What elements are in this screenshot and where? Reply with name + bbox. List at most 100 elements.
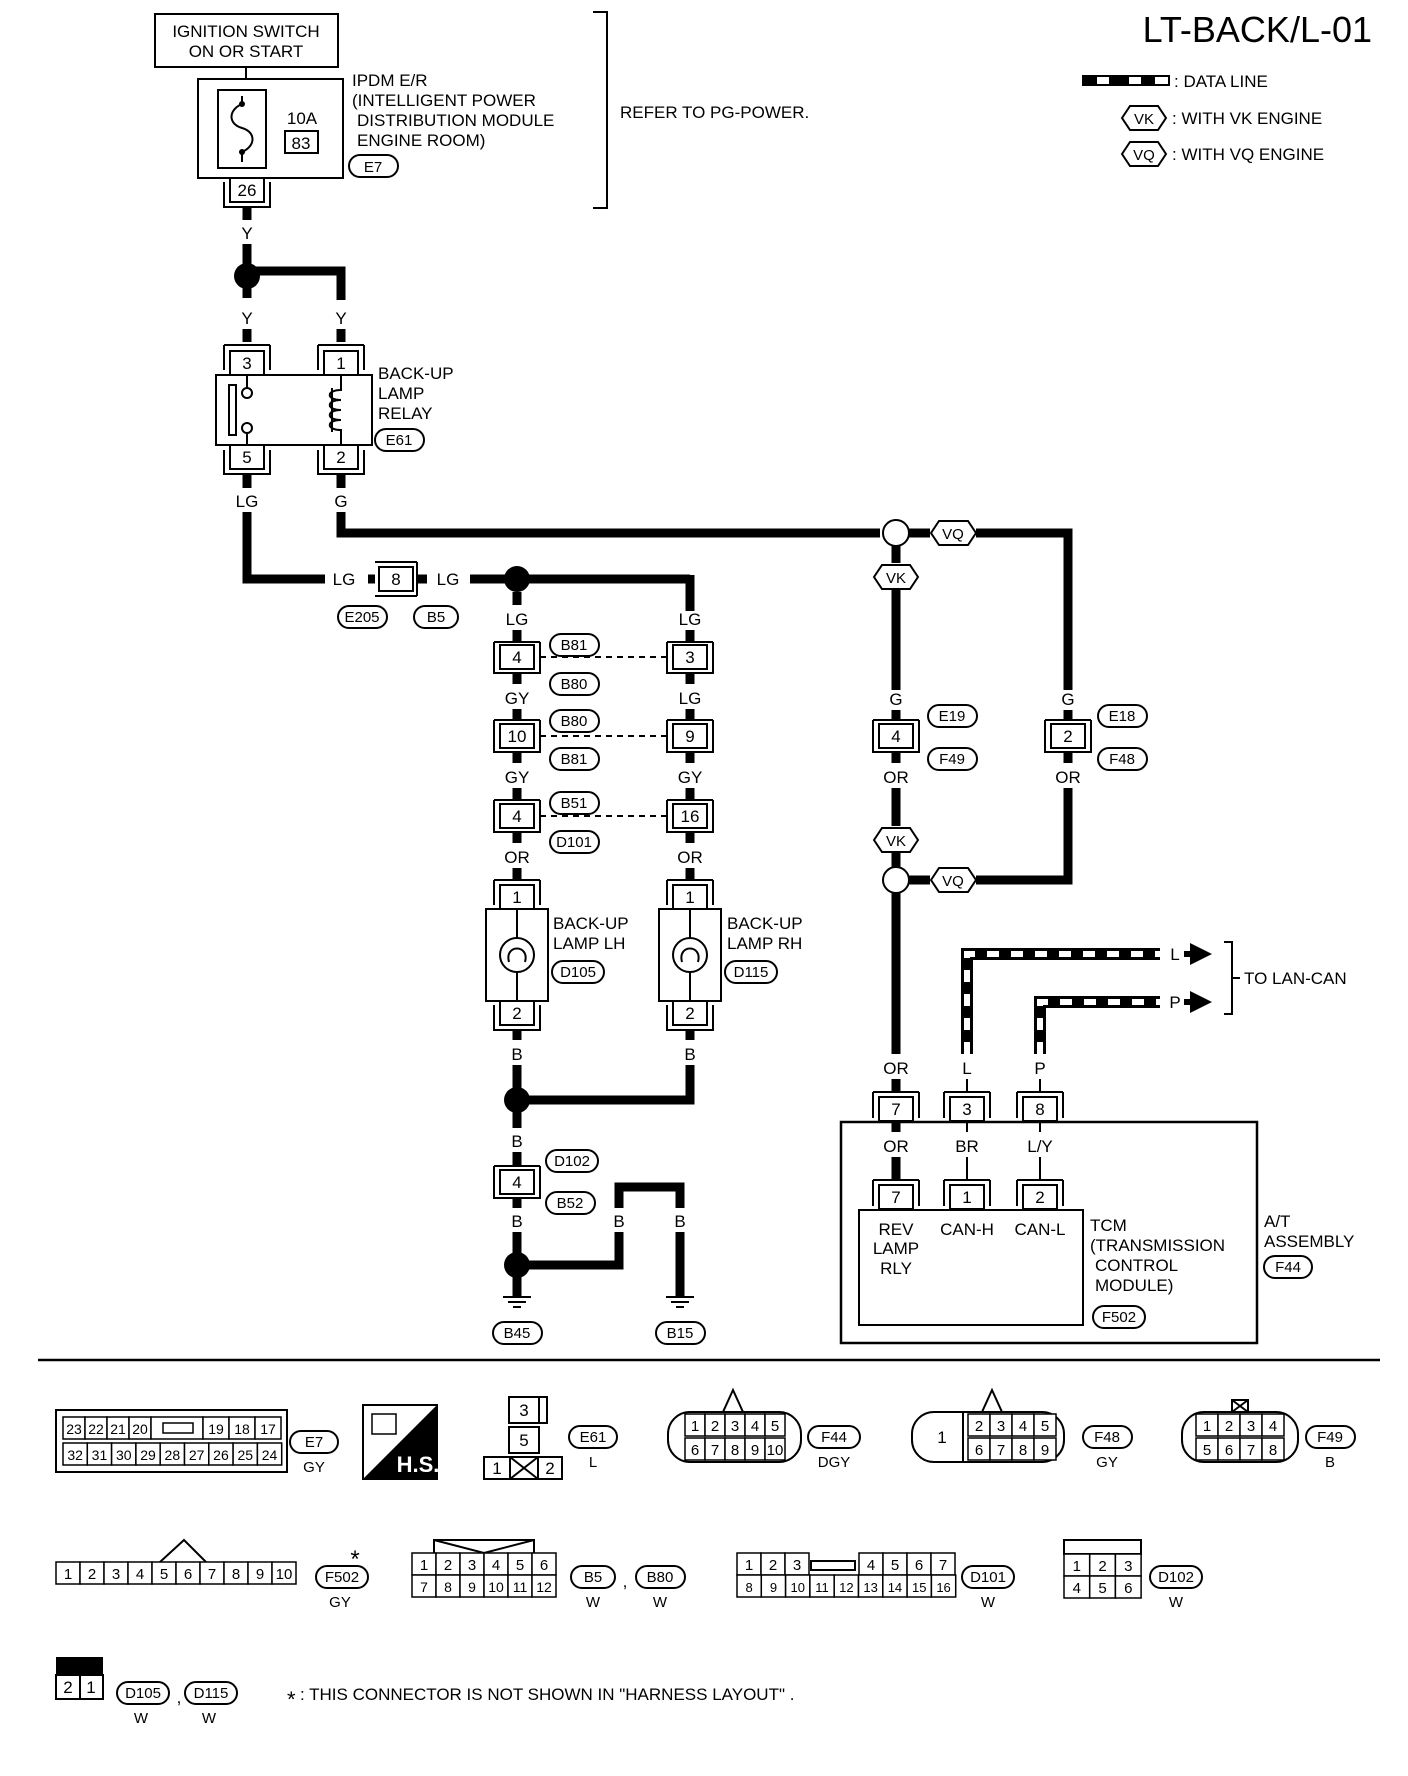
d101-pin-label: 12	[839, 1580, 853, 1595]
f48-pin-label: 5	[1041, 1418, 1049, 1435]
ground-b45-id: B45	[504, 1325, 531, 1342]
legend-vq-tag: VQ	[1133, 147, 1155, 164]
wire-g-e18: G	[1061, 690, 1074, 709]
wire-gy-lh-2: GY	[505, 768, 530, 787]
backup-lamp-relay: 3 1 5 2 BACK-UP LAMP RELAY E61	[215, 344, 454, 475]
f49-pin-label: 1	[1203, 1418, 1211, 1435]
f49-pin-label: 4	[1269, 1418, 1277, 1435]
d102-pin-label: 4	[1073, 1580, 1081, 1597]
d115-color: W	[202, 1710, 217, 1727]
f49-cell	[1261, 1413, 1285, 1437]
f502-color: GY	[329, 1594, 351, 1611]
f502-pin-label: 7	[208, 1566, 216, 1583]
ignition-line2: ON OR START	[189, 42, 304, 61]
d102-pin-4: 4	[512, 1173, 521, 1192]
legend-vk-text: : WITH VK ENGINE	[1172, 109, 1322, 128]
d105-view-pin-2: 2	[63, 1678, 72, 1697]
d101-pin-label: 11	[815, 1580, 829, 1595]
d101-pin-label: 3	[793, 1557, 801, 1574]
e7-pin-label: 18	[234, 1421, 250, 1437]
e7-pin-label: 24	[262, 1447, 278, 1463]
lamp-rh-pin-2: 2	[685, 1004, 694, 1023]
wire-b-ground-2: B	[511, 1212, 522, 1231]
f48-pin-label: 2	[975, 1418, 983, 1435]
at-pin-8: 8	[1035, 1100, 1044, 1119]
d102-view-id: D102	[1158, 1569, 1194, 1586]
f502-cell	[271, 1561, 297, 1585]
can-l-label: CAN-L	[1014, 1220, 1065, 1239]
lamp-lh-connector-id: D105	[560, 964, 596, 981]
lamp-rh-pin-1: 1	[685, 888, 694, 907]
fuse-number: 83	[292, 134, 311, 153]
d101-pin-label: 5	[891, 1557, 899, 1574]
b80-color: W	[653, 1594, 668, 1611]
f502-pin-label: 10	[276, 1566, 293, 1583]
lamp-rh-label1: BACK-UP	[727, 914, 803, 933]
lamp-lh-pin-1: 1	[512, 888, 521, 907]
data-line-p: P	[1034, 991, 1212, 1054]
e7-pin-label: 23	[66, 1421, 82, 1437]
d102-id: D102	[554, 1153, 590, 1170]
wire-lg-lh: LG	[506, 610, 529, 629]
wire-g-relay: G	[334, 492, 347, 511]
relay-label2: LAMP	[378, 384, 424, 403]
splice-b	[504, 1087, 530, 1113]
b81-b80-connector: 4 3 B81 B80	[493, 633, 714, 696]
lamp-lh-pin-2: 2	[512, 1004, 521, 1023]
d101-pin-label: 16	[936, 1580, 950, 1595]
at-connector-id: F44	[1275, 1259, 1301, 1276]
e19-id: E19	[939, 708, 966, 725]
b81-id-a: B81	[561, 637, 588, 654]
legend-vk-tag: VK	[1134, 111, 1154, 128]
wire-lg-e205-left: LG	[333, 570, 356, 589]
relay-pin-2: 2	[336, 448, 345, 467]
e7-pin-label: 27	[189, 1447, 205, 1463]
f44-pin-label: 6	[691, 1442, 699, 1459]
f49-pin-label: 2	[1225, 1418, 1233, 1435]
f44-pin-label: 2	[711, 1418, 719, 1435]
wire-or-tcm: OR	[883, 1059, 909, 1078]
d101-pin-label: 7	[939, 1557, 947, 1574]
e19-f49-connector: 4 E19 F49	[872, 704, 978, 771]
wire-y-left: Y	[241, 309, 252, 328]
rh-pin-16: 16	[681, 807, 700, 826]
legend-data-line: : DATA LINE	[1174, 72, 1268, 91]
wire-l-tcm: L	[962, 1059, 971, 1078]
hs-icon: H.S.	[362, 1404, 439, 1480]
b5-pin-label: 7	[420, 1579, 428, 1595]
f502-star: *	[350, 1546, 359, 1573]
relay-pin-3: 3	[242, 354, 251, 373]
wire-b-lh: B	[511, 1045, 522, 1064]
b80-view-id: B80	[647, 1569, 674, 1586]
d102-pin-label: 6	[1124, 1580, 1132, 1597]
d102-pin-label: 3	[1124, 1558, 1132, 1575]
wire-or-inside: OR	[883, 1137, 909, 1156]
wire-lg-rh: LG	[679, 610, 702, 629]
e18-f48-connector: 2 E18 F48	[1044, 704, 1148, 771]
f48-id: F48	[1109, 751, 1135, 768]
ignition-line1: IGNITION SWITCH	[172, 22, 319, 41]
refer-pg-power: REFER TO PG-POWER.	[620, 103, 809, 122]
d101-pin-label: 10	[791, 1580, 805, 1595]
f48-pin-label: 8	[1019, 1442, 1027, 1459]
f44-cell	[764, 1413, 786, 1437]
b80-id-b: B80	[561, 713, 588, 730]
connector-view-d105-d115: 2 1 D105 W , D115 W	[55, 1657, 238, 1727]
d102-pin-label: 5	[1098, 1580, 1106, 1597]
at-label2: ASSEMBLY	[1264, 1232, 1354, 1251]
e7-cell	[254, 1416, 282, 1440]
d101-view-id: D101	[970, 1569, 1006, 1586]
b5-comma: ,	[623, 1572, 628, 1591]
wire-b-ground-4: B	[674, 1212, 685, 1231]
vq-vk-branch-top	[882, 519, 910, 547]
f44-color: DGY	[818, 1454, 851, 1471]
wire-or-rh: OR	[677, 848, 703, 867]
at-pin-3: 3	[962, 1100, 971, 1119]
e7-pin-label: 31	[92, 1447, 108, 1463]
e18-id: E18	[1109, 708, 1136, 725]
